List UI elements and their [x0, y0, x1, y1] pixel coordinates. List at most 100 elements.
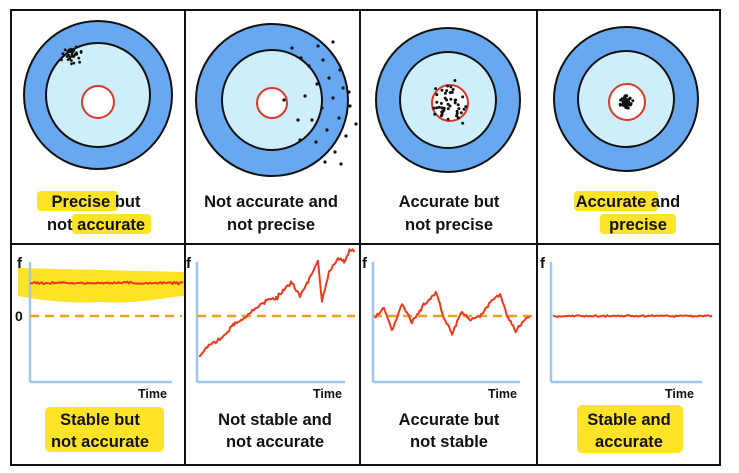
shot-dot — [298, 138, 302, 142]
shot-dot — [624, 106, 628, 110]
shot-dot — [65, 55, 69, 58]
shot-dot — [440, 88, 444, 92]
target-accurate-not-precise — [375, 27, 521, 173]
shot-dot — [331, 40, 335, 44]
target-not-accurate-not-precise — [195, 23, 358, 177]
shot-dot — [625, 94, 629, 98]
shot-dot — [446, 107, 450, 111]
target-bullseye — [256, 87, 288, 119]
shot-dot — [446, 84, 450, 88]
shot-dot — [321, 58, 325, 62]
shot-cluster — [282, 40, 358, 166]
target-bullseye — [81, 85, 115, 119]
shot-dot — [60, 58, 63, 62]
x-axis-label: Time — [488, 387, 517, 401]
shot-dot — [354, 122, 358, 126]
x-axis-label: Time — [665, 387, 694, 401]
signal-line — [29, 280, 184, 286]
shot-dot — [70, 62, 73, 66]
panel-grid — [10, 9, 721, 466]
shot-dot — [303, 94, 307, 98]
shot-dot — [631, 99, 635, 103]
shot-dot — [618, 103, 622, 107]
shot-dot — [68, 57, 71, 61]
shot-dot — [338, 68, 342, 72]
caption-line: Not accurate and — [204, 193, 338, 211]
shot-dot — [443, 91, 447, 95]
caption-line: Stable but — [60, 411, 140, 429]
shot-dot — [439, 101, 443, 105]
shot-dot — [454, 98, 458, 102]
x-axis-label: Time — [313, 387, 342, 401]
shot-dot — [439, 114, 443, 118]
shot-dot — [446, 102, 450, 106]
target-accurate-precise — [553, 26, 699, 172]
plot-row: f 0 Time f Time f Time f Time — [15, 248, 713, 401]
caption-line: not stable — [410, 433, 488, 451]
shot-dot — [619, 98, 623, 102]
shot-cluster — [618, 94, 635, 110]
y-axis-label: f — [17, 255, 23, 272]
shot-dot — [449, 97, 453, 101]
caption-line: Stable and — [587, 411, 670, 429]
shot-dot — [434, 87, 438, 91]
shot-dot — [77, 56, 81, 60]
shot-dot — [462, 107, 466, 111]
shot-dot — [339, 162, 343, 166]
shot-dot — [456, 103, 460, 107]
shot-dot — [72, 61, 76, 65]
shot-dot — [71, 50, 75, 53]
caption-line: Accurate but — [399, 411, 500, 429]
shot-dot — [320, 106, 324, 110]
shot-dot — [72, 54, 76, 58]
shot-dot — [445, 98, 449, 102]
shot-dot — [435, 106, 439, 110]
shot-dot — [440, 110, 444, 114]
shot-dot — [78, 60, 81, 64]
y-axis-label: f — [362, 255, 368, 272]
shot-dot — [61, 52, 65, 56]
caption-line: not precise — [405, 216, 493, 234]
caption-line: not accurate — [51, 433, 149, 451]
shot-dot — [451, 88, 455, 91]
shot-dot — [435, 100, 439, 104]
shot-dot — [315, 82, 319, 86]
shot-dot — [453, 101, 457, 105]
shot-dot — [432, 106, 436, 110]
plot-accurate-not-stable: f Time — [362, 255, 532, 401]
shot-dot — [314, 140, 318, 144]
caption-line: Accurate but — [399, 193, 500, 211]
highlight-precise — [37, 191, 118, 211]
highlight-stable-accurate — [577, 405, 683, 453]
signal-line — [552, 314, 713, 318]
shot-dot — [464, 105, 468, 109]
shot-dot — [341, 86, 345, 90]
caption-line: Precise but — [52, 193, 141, 211]
shot-dot — [623, 98, 627, 102]
shot-dot — [628, 96, 632, 100]
shot-dot — [70, 59, 73, 62]
bottom-captions: Stable but not accurate Not stable and n… — [51, 411, 671, 451]
caption-line: precise — [609, 216, 667, 234]
caption-line: Not stable and — [218, 411, 332, 429]
shot-dot — [627, 103, 631, 107]
shot-dot — [75, 52, 79, 56]
shot-dot — [344, 134, 348, 138]
caption-line: not accurate — [47, 216, 145, 234]
caption-line: not precise — [227, 216, 315, 234]
x-axis-label: Time — [138, 387, 167, 401]
shot-dot — [70, 52, 74, 56]
plot-stable-accurate: f Time — [540, 255, 713, 401]
shot-dot — [437, 105, 441, 109]
shot-dot — [63, 48, 67, 52]
grid-outer-border — [10, 9, 721, 466]
caption-line: accurate — [595, 433, 663, 451]
shot-dot — [453, 79, 457, 82]
shot-dot — [299, 56, 303, 60]
shot-dot — [325, 128, 329, 132]
shot-dot — [333, 150, 337, 154]
target-row — [23, 20, 699, 177]
shot-dot — [457, 107, 461, 111]
shot-dot — [455, 114, 459, 118]
